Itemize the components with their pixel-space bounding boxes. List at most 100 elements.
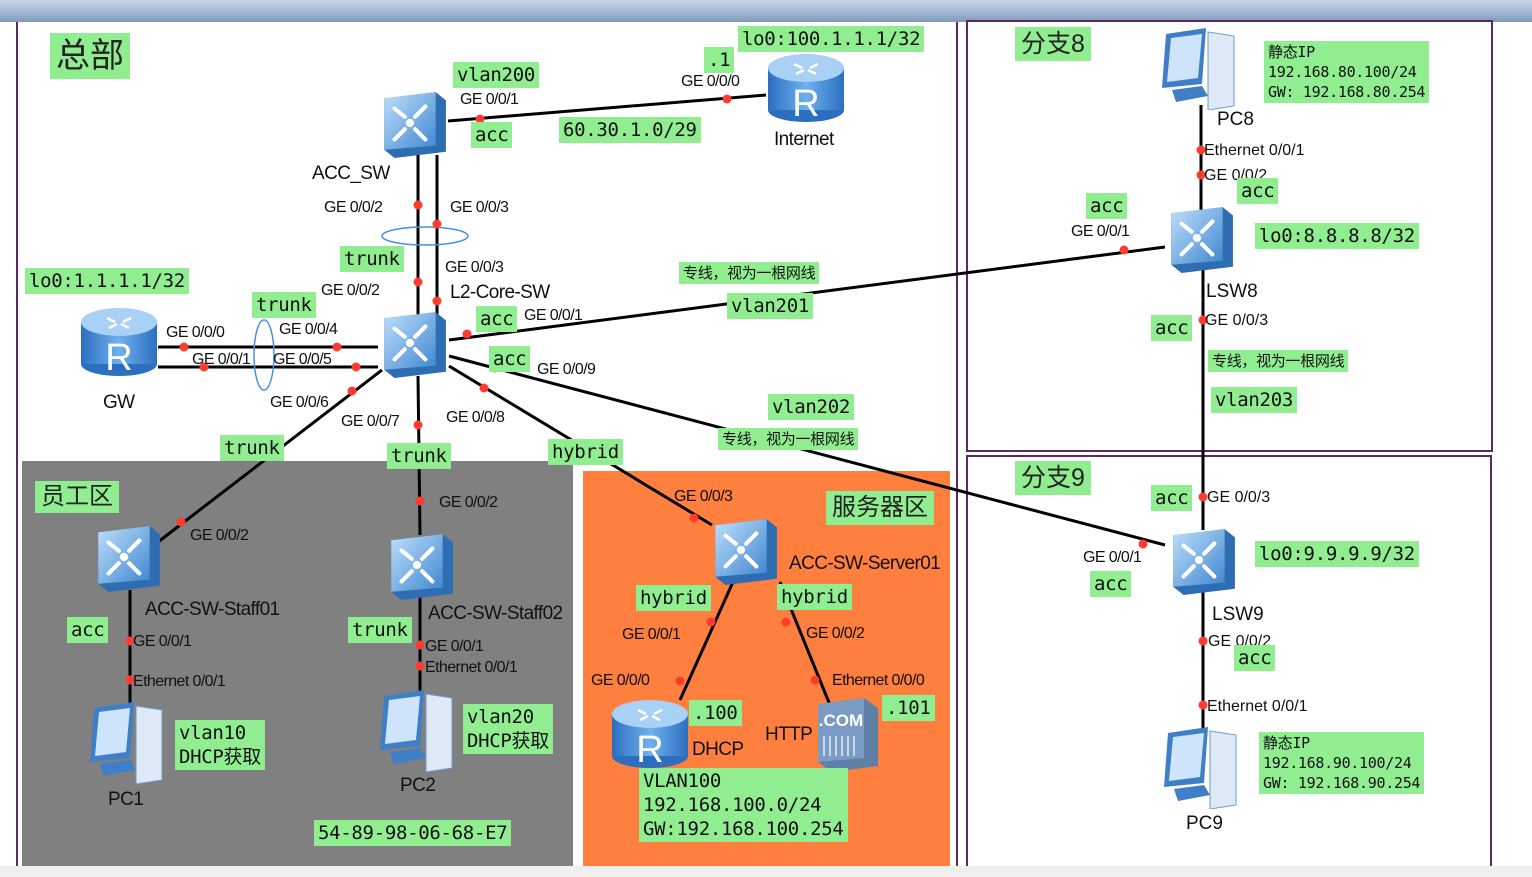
annotation-label: VLAN100 192.168.100.0/24 GW:192.168.100.… — [639, 768, 848, 842]
annotation-label: .1 — [704, 47, 735, 73]
annotation-label: vlan203 — [1211, 387, 1297, 413]
device-label-staff02: ACC-SW-Staff02 — [428, 603, 563, 624]
switch-icon[interactable] — [384, 92, 446, 158]
switch-icon[interactable] — [391, 534, 453, 600]
annotation-label: trunk — [348, 617, 412, 643]
device-label-dhcp: DHCP — [692, 739, 744, 760]
annotation-label: trunk — [340, 246, 404, 272]
annotation-label: acc — [1151, 485, 1193, 511]
port-label: GE 0/0/2 — [324, 199, 383, 216]
port-status-dot — [179, 342, 189, 352]
port-label: GE 0/0/2 — [806, 625, 865, 642]
port-status-dot — [1198, 636, 1208, 646]
annotation-label: acc — [67, 617, 109, 643]
device-label-pc1: PC1 — [108, 789, 144, 810]
device-label-gw: GW — [103, 392, 135, 413]
device-label-staff01: ACC-SW-Staff01 — [145, 599, 280, 620]
annotation-label: acc — [1234, 645, 1276, 671]
port-label: GE 0/0/2 — [190, 527, 249, 544]
annotation-label: acc — [1151, 315, 1193, 341]
device-label-lsw8: LSW8 — [1206, 281, 1258, 302]
annotation-label: acc — [476, 306, 518, 332]
annotation-label: trunk — [220, 435, 284, 461]
device-label-acc-sw: ACC_SW — [312, 163, 390, 184]
port-label: GE 0/0/1 — [460, 91, 519, 108]
annotation-label: vlan200 — [453, 62, 539, 88]
port-status-dot — [347, 386, 357, 396]
web-server-icon[interactable] — [817, 697, 879, 772]
zone-label-branch8: 分支8 — [1015, 27, 1091, 61]
port-status-dot — [125, 675, 135, 685]
port-status-dot — [176, 517, 186, 527]
port-label: GE 0/0/1 — [425, 638, 484, 655]
port-label: GE 0/0/0 — [591, 672, 650, 689]
annotation-label: 专线，视为一根网线 — [718, 428, 859, 450]
annotation-label: hybrid — [636, 585, 711, 611]
switch-icon[interactable] — [384, 312, 446, 378]
annotation-label: vlan10 DHCP获取 — [175, 720, 265, 770]
annotation-label: 60.30.1.0/29 — [559, 117, 701, 143]
annotation-label: .100 — [689, 700, 742, 726]
annotation-label: vlan202 — [768, 394, 854, 420]
port-status-dot — [199, 362, 209, 372]
device-label-server01: ACC-SW-Server01 — [789, 553, 941, 574]
window-title-bar — [0, 0, 1532, 22]
port-label: GE 0/0/1 — [1083, 549, 1142, 566]
port-status-dot — [415, 661, 425, 671]
port-label: GE 0/0/5 — [273, 351, 332, 368]
port-status-dot — [810, 675, 820, 685]
device-label-pc2: PC2 — [400, 775, 436, 796]
port-label: GE 0/0/9 — [537, 361, 596, 378]
switch-icon[interactable] — [715, 519, 777, 585]
port-status-dot — [475, 114, 485, 124]
annotation-label: lo0:9.9.9.9/32 — [1255, 541, 1419, 567]
port-status-dot — [706, 617, 716, 627]
port-status-dot — [332, 342, 342, 352]
switch-icon[interactable] — [1171, 207, 1233, 273]
hq-border-right — [956, 22, 958, 867]
router-icon[interactable] — [766, 52, 846, 125]
router-icon[interactable] — [79, 306, 159, 379]
pc-icon[interactable] — [1161, 27, 1235, 110]
port-label: GE 0/0/8 — [446, 409, 505, 426]
port-label: GE 0/0/1 — [622, 626, 681, 643]
annotation-label: lo0:1.1.1.1/32 — [25, 268, 189, 294]
port-label: GE 0/0/7 — [341, 413, 400, 430]
port-status-dot — [413, 277, 423, 287]
annotation-label: vlan201 — [727, 293, 813, 319]
pc-icon[interactable] — [379, 689, 453, 772]
device-label-http: HTTP — [765, 724, 813, 745]
port-status-dot — [351, 362, 361, 372]
annotation-label: 静态IP 192.168.80.100/24 GW: 192.168.80.25… — [1264, 41, 1430, 103]
pc-icon[interactable] — [89, 701, 163, 784]
port-status-dot — [1119, 245, 1129, 255]
device-label-internet: Internet — [774, 129, 834, 150]
router-icon[interactable] — [610, 698, 690, 771]
port-label: Ethernet 0/0/1 — [133, 673, 226, 690]
port-status-dot — [415, 496, 425, 506]
port-label: GE 0/0/3 — [450, 199, 509, 216]
port-label: Ethernet 0/0/1 — [425, 659, 518, 676]
bottom-bar — [0, 866, 1532, 877]
device-label-core: L2-Core-SW — [450, 282, 550, 303]
device-label-pc8: PC8 — [1217, 109, 1254, 130]
annotation-label: hybrid — [548, 439, 623, 465]
port-status-dot — [1196, 145, 1206, 155]
eth-trunk-ellipse — [253, 319, 275, 391]
device-label-lsw9: LSW9 — [1212, 604, 1264, 625]
switch-icon[interactable] — [1173, 529, 1235, 595]
port-label: GE 0/0/3 — [1205, 312, 1269, 329]
switch-icon[interactable] — [98, 526, 160, 592]
port-status-dot — [413, 200, 423, 210]
annotation-label: acc — [489, 346, 531, 372]
pc-icon[interactable] — [1163, 726, 1237, 809]
annotation-label: vlan20 DHCP获取 — [463, 704, 553, 754]
port-status-dot — [689, 513, 699, 523]
port-label: GE 0/0/6 — [270, 394, 329, 411]
branch8-area — [966, 20, 1493, 452]
port-status-dot — [1138, 539, 1148, 549]
annotation-label: hybrid — [777, 584, 852, 610]
port-label: GE 0/0/1 — [1071, 223, 1130, 240]
annotation-label: 静态IP 192.168.90.100/24 GW: 192.168.90.25… — [1259, 732, 1425, 794]
port-label: GE 0/0/3 — [445, 259, 504, 276]
